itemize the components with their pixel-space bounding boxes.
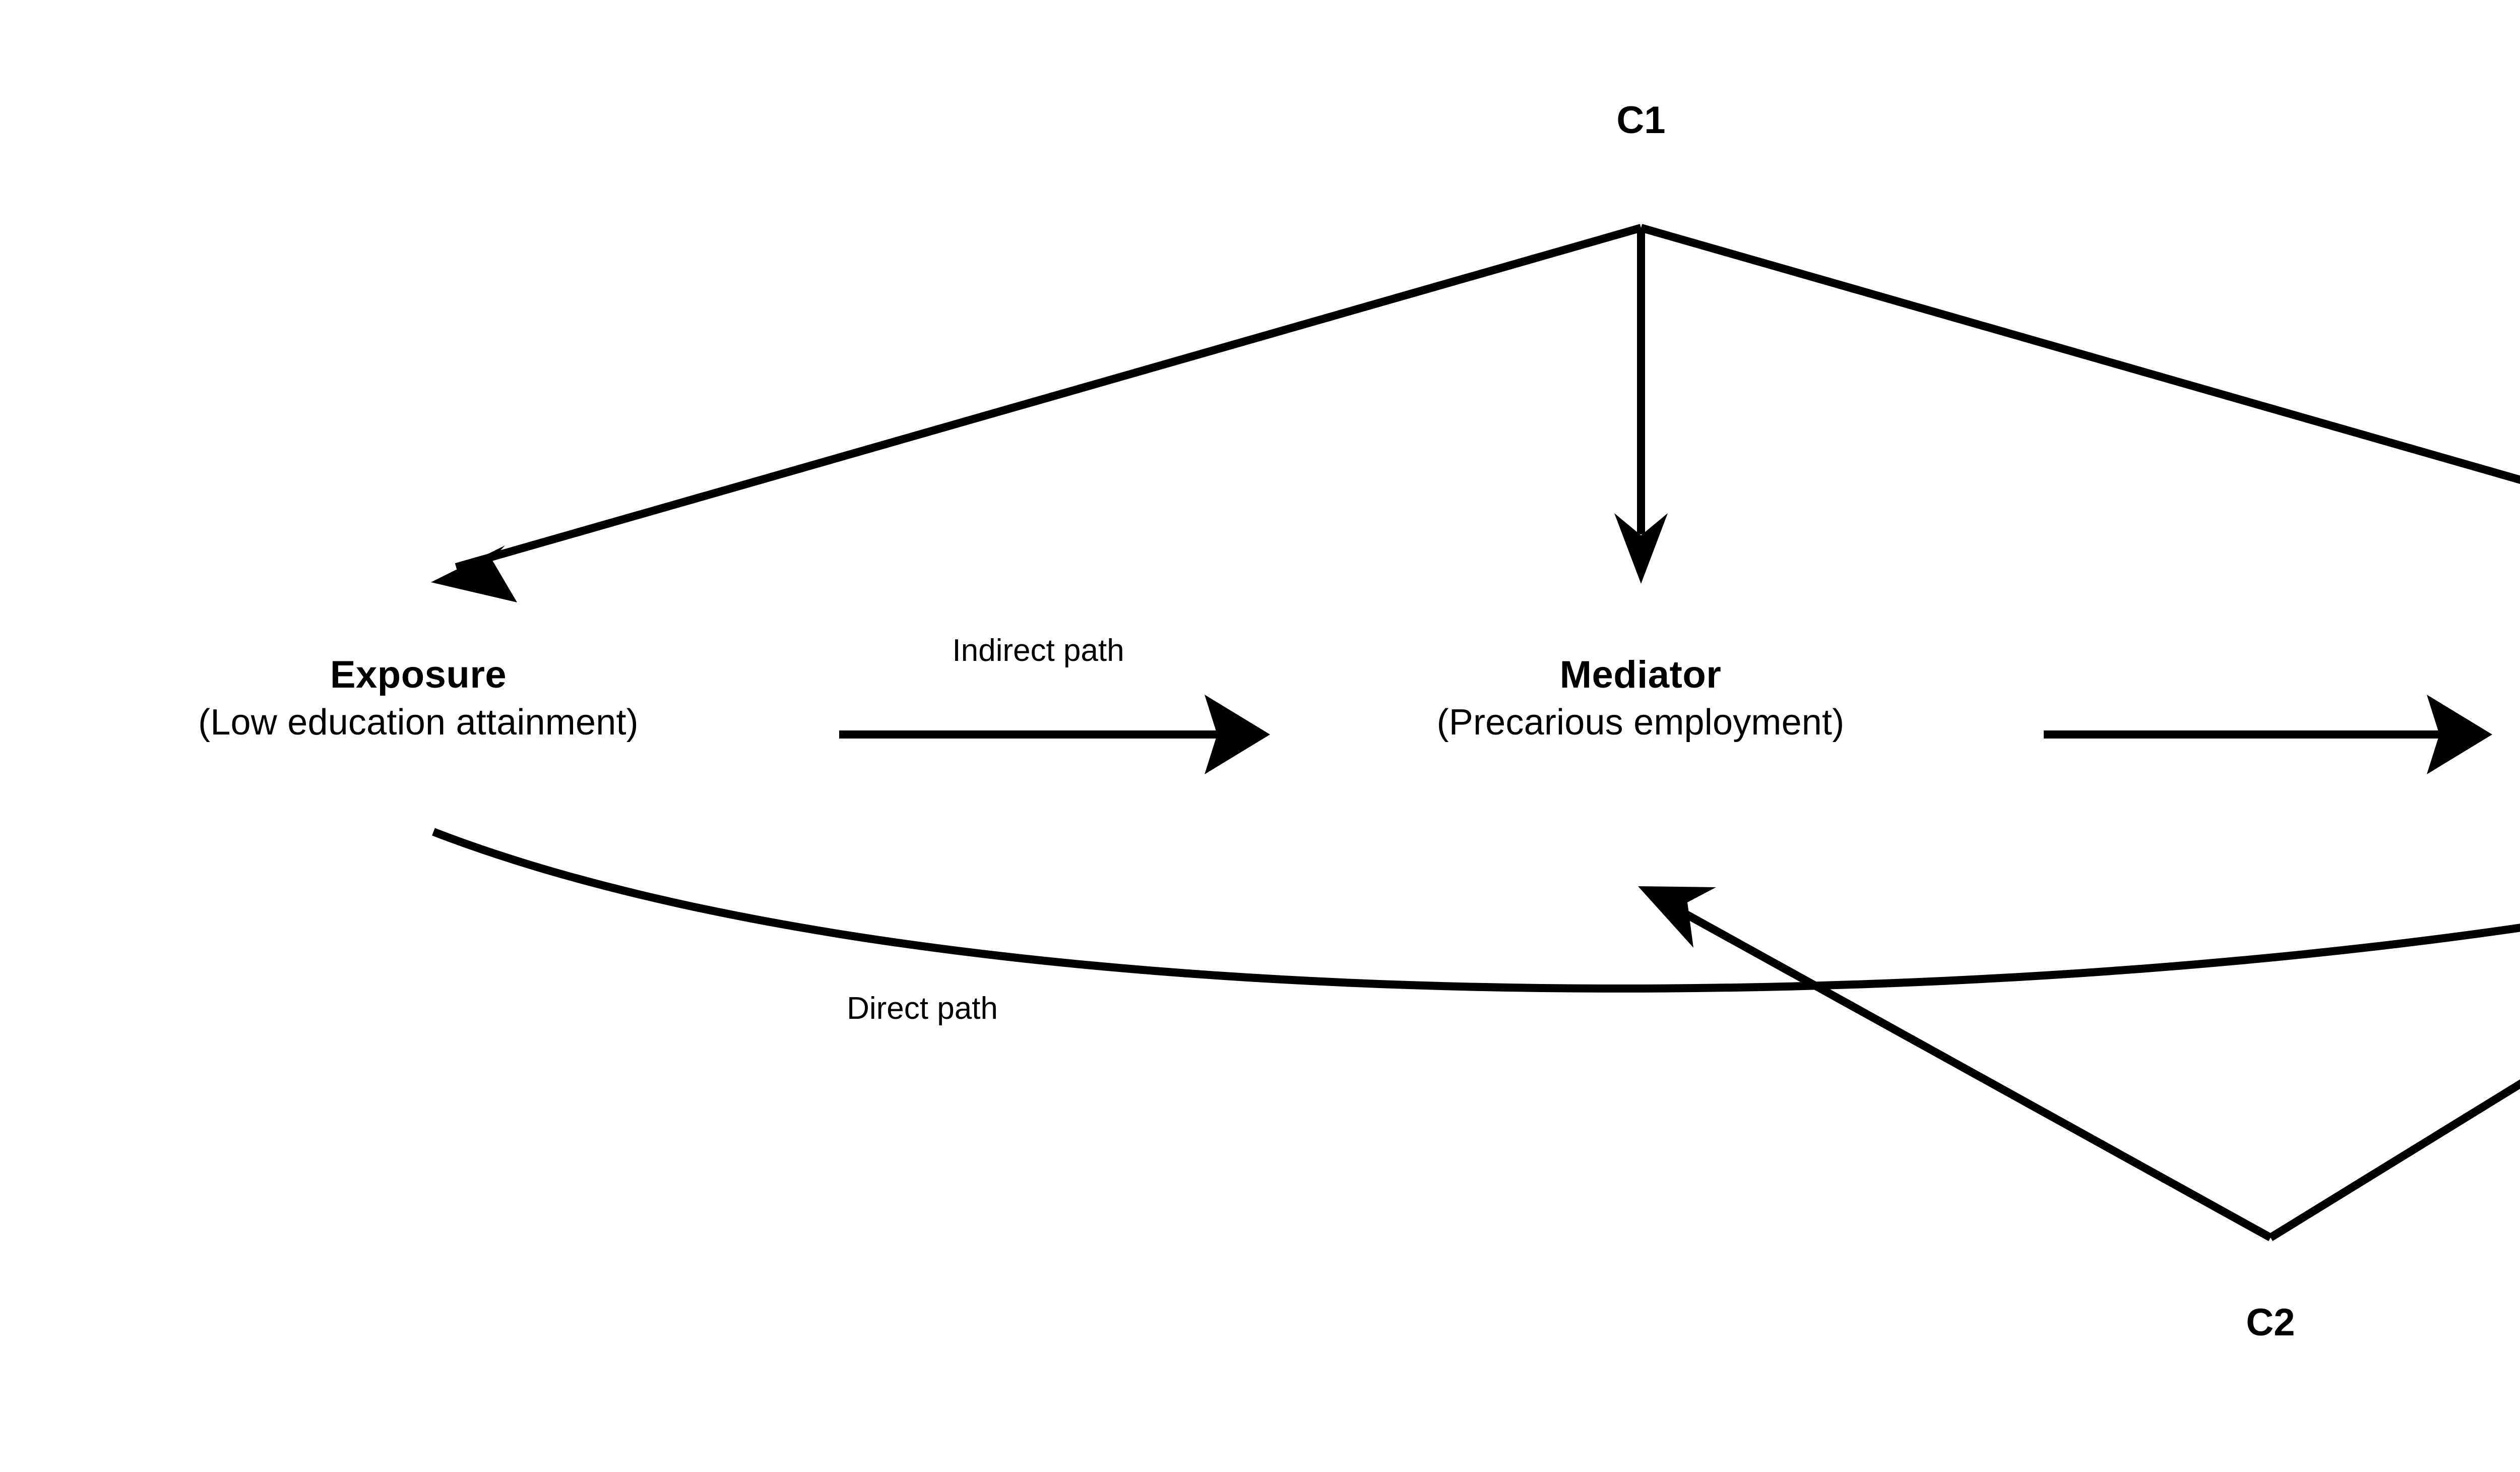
path-label-indirect: Indirect path	[952, 633, 1124, 668]
edge-c1-to-exposure	[431, 224, 1643, 602]
path-label-direct: Direct path	[847, 991, 998, 1026]
node-exposure-title: Exposure	[330, 653, 507, 696]
edge-c2-to-outcome	[2268, 1079, 2520, 1241]
node-exposure-subtitle: (Low education attainment)	[198, 702, 639, 743]
edge-exposure-to-mediator	[839, 695, 1270, 774]
node-outcome: Outcome (Poor subjective well-being)	[2465, 650, 2520, 746]
node-outcome-subtitle: (Poor subjective well-being)	[2465, 699, 2520, 746]
edge-c1-to-mediator	[1614, 228, 1668, 584]
edge-mediator-to-outcome	[2044, 695, 2492, 774]
edge-c1-to-outcome	[1640, 224, 2520, 484]
edge-c2-to-mediator	[1638, 886, 2273, 1242]
node-mediator-title: Mediator	[1559, 653, 1722, 696]
confounder-c2-label: C2	[2246, 1301, 2295, 1344]
confounder-c1-label: C1	[1616, 99, 1666, 142]
node-mediator-subtitle: (Precarious employment)	[1436, 702, 1845, 743]
node-outcome-title: Outcome	[2465, 650, 2520, 699]
edge-exposure-to-outcome-direct	[432, 828, 2520, 993]
node-exposure: Exposure (Low education attainment)	[15, 650, 822, 746]
node-mediator: Mediator (Precarious employment)	[1245, 650, 2036, 746]
